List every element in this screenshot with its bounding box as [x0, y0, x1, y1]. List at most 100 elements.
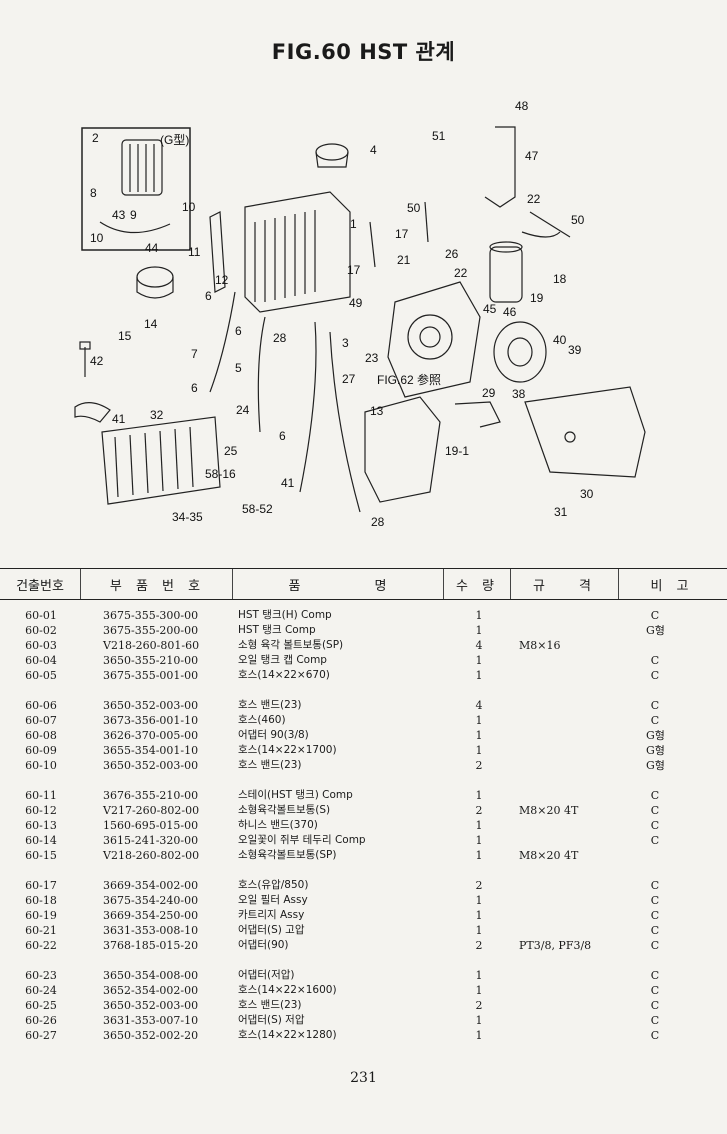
- cell-name: 호스(유압/850): [238, 879, 309, 891]
- cell-no: 60-22: [25, 939, 57, 952]
- cell-part: 3650-352-003-00: [103, 699, 199, 712]
- cell-note: G형: [646, 624, 665, 637]
- cell-no: 60-06: [25, 699, 57, 712]
- cell-part: 3676-355-210-00: [103, 789, 199, 802]
- page-number: 231: [350, 1070, 377, 1086]
- cell-qty: 1: [475, 789, 483, 802]
- callout-8: 8: [90, 186, 97, 200]
- fig62-reference: FIG.62 参照: [377, 372, 441, 387]
- cell-note: C: [650, 879, 660, 892]
- cell-qty: 1: [475, 924, 483, 937]
- cell-part: 3669-354-002-00: [103, 879, 199, 892]
- cell-part: 3615-241-320-00: [103, 834, 199, 847]
- callout-10b: 10: [90, 231, 104, 245]
- cell-part: 3650-352-003-00: [103, 759, 199, 772]
- cell-part: 3768-185-015-20: [103, 939, 199, 952]
- callout-28b: 28: [371, 515, 385, 529]
- callout-41a: 41: [112, 412, 126, 426]
- cell-name: 소형육각볼트보통(S): [238, 804, 331, 816]
- cell-part: 3669-354-250-00: [103, 909, 199, 922]
- cell-qty: 2: [475, 879, 483, 892]
- cell-name: 오일 탱크 캡 Comp: [238, 654, 327, 666]
- callout-7: 7: [191, 347, 198, 361]
- cell-part: 3652-354-002-00: [103, 984, 199, 997]
- callout-48: 48: [515, 99, 529, 113]
- cell-no: 60-11: [25, 789, 57, 802]
- callout-25: 25: [224, 444, 238, 458]
- cell-qty: 1: [475, 714, 483, 727]
- callout-9: 9: [130, 208, 137, 222]
- cell-note: C: [650, 714, 660, 727]
- cell-part: 3631-353-007-10: [103, 1014, 199, 1027]
- cell-qty: 1: [475, 1014, 483, 1027]
- callout-6b: 6: [235, 324, 242, 338]
- cell-qty: 1: [475, 609, 483, 622]
- cell-qty: 1: [475, 819, 483, 832]
- cell-name: 호스(14×22×670): [238, 669, 330, 681]
- callout-22b: 22: [527, 192, 541, 206]
- cell-no: 60-26: [25, 1014, 57, 1027]
- cell-name: 하니스 밴드(370): [238, 819, 318, 831]
- cell-part: 3650-354-008-00: [103, 969, 199, 982]
- cell-name: HST 탱크 Comp: [238, 624, 316, 636]
- cell-no: 60-05: [25, 669, 57, 682]
- cell-qty: 1: [475, 624, 483, 637]
- cell-no: 60-07: [25, 714, 57, 727]
- cell-no: 60-03: [25, 639, 57, 652]
- cell-name: 호스 밴드(23): [238, 759, 302, 771]
- cell-no: 60-25: [25, 999, 57, 1012]
- callout-38: 38: [512, 387, 526, 401]
- callout-49: 49: [349, 296, 363, 310]
- callout-40: 40: [553, 333, 567, 347]
- cell-part: 3650-352-003-00: [103, 999, 199, 1012]
- cell-name: 어댑터(S) 고압: [238, 924, 305, 936]
- cell-name: 오일 필터 Assy: [238, 894, 308, 906]
- cell-note: C: [650, 924, 660, 937]
- cell-no: 60-24: [25, 984, 57, 997]
- callout-15: 15: [118, 329, 132, 343]
- callout-47: 47: [525, 149, 539, 163]
- cell-note: G형: [646, 759, 665, 772]
- callout-31: 31: [554, 505, 568, 519]
- cell-no: 60-18: [25, 894, 57, 907]
- cell-no: 60-04: [25, 654, 57, 667]
- callout-17b: 17: [347, 263, 361, 277]
- cell-name: 카트리지 Assy: [238, 909, 305, 921]
- cell-qty: 2: [475, 999, 483, 1012]
- cell-note: C: [650, 969, 660, 982]
- cell-note: G형: [646, 744, 665, 757]
- cell-name: HST 탱크(H) Comp: [238, 609, 332, 621]
- cell-no: 60-12: [25, 804, 57, 817]
- cell-qty: 2: [475, 759, 483, 772]
- cell-note: C: [650, 999, 660, 1012]
- cell-qty: 1: [475, 729, 483, 742]
- cell-note: C: [650, 669, 660, 682]
- callout-58-16: 58-16: [205, 467, 236, 481]
- cell-qty: 1: [475, 744, 483, 757]
- callout-19-1: 19-1: [445, 444, 469, 458]
- callout-4: 4: [370, 143, 377, 157]
- cell-no: 60-19: [25, 909, 57, 922]
- callout-34-35: 34-35: [172, 510, 203, 524]
- cell-part: V217-260-802-00: [103, 804, 200, 817]
- cell-no: 60-09: [25, 744, 57, 757]
- cell-no: 60-10: [25, 759, 57, 772]
- header-part-name: 품 명: [288, 579, 392, 594]
- cell-name: 소형육각볼트보통(SP): [238, 849, 337, 861]
- cell-note: C: [650, 984, 660, 997]
- cell-qty: 1: [475, 834, 483, 847]
- cell-part: 3650-355-210-00: [103, 654, 199, 667]
- callout-13: 13: [370, 404, 384, 418]
- cell-part: 3675-355-200-00: [103, 624, 199, 637]
- header-divider: [510, 569, 511, 599]
